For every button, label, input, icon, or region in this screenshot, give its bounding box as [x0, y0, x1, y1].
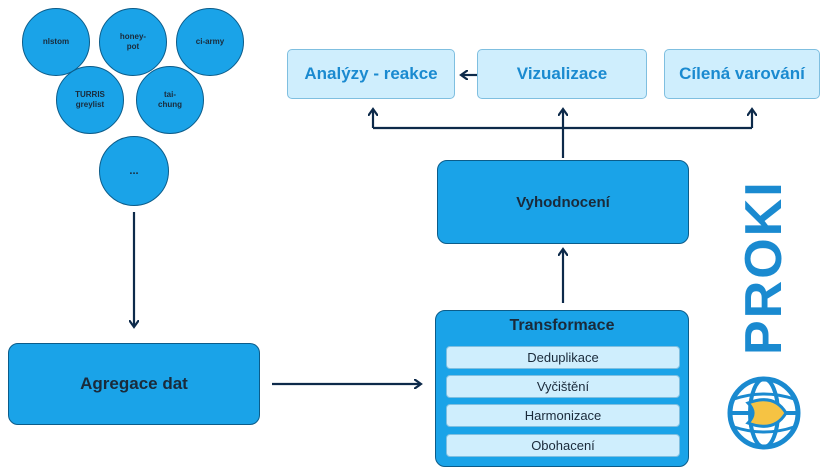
- source-taichung: tai- chung: [136, 66, 204, 134]
- output-vizualizace: Vizualizace: [477, 49, 647, 99]
- agregace-label: Agregace dat: [80, 374, 188, 393]
- vyhodnoceni-box: Vyhodnocení: [437, 160, 689, 244]
- source-ci-army: ci-army: [176, 8, 244, 76]
- step-obohaceni: Obohacení: [446, 434, 680, 457]
- source-nlstom: nlstom: [22, 8, 90, 76]
- source-more: ...: [99, 136, 169, 206]
- step-harmonizace: Harmonizace: [446, 404, 680, 427]
- vyhodnoceni-label: Vyhodnocení: [516, 193, 610, 211]
- proki-logo-text: PROKI: [735, 180, 793, 355]
- source-turris: TURRIS greylist: [56, 66, 124, 134]
- transformace-title: Transformace: [509, 317, 615, 334]
- step-vycisteni: Vyčištění: [446, 375, 680, 398]
- proki-logo: PROKI: [726, 155, 816, 465]
- transformace-box: Transformace Deduplikace Vyčištění Harmo…: [435, 310, 689, 467]
- proki-globe-icon: [727, 376, 801, 450]
- source-honeypot: honey- pot: [99, 8, 167, 76]
- step-deduplikace: Deduplikace: [446, 346, 680, 369]
- output-cilena-varovani: Cílená varování: [664, 49, 820, 99]
- agregace-box: Agregace dat: [8, 343, 260, 425]
- output-analyzy-reakce: Analýzy - reakce: [287, 49, 455, 99]
